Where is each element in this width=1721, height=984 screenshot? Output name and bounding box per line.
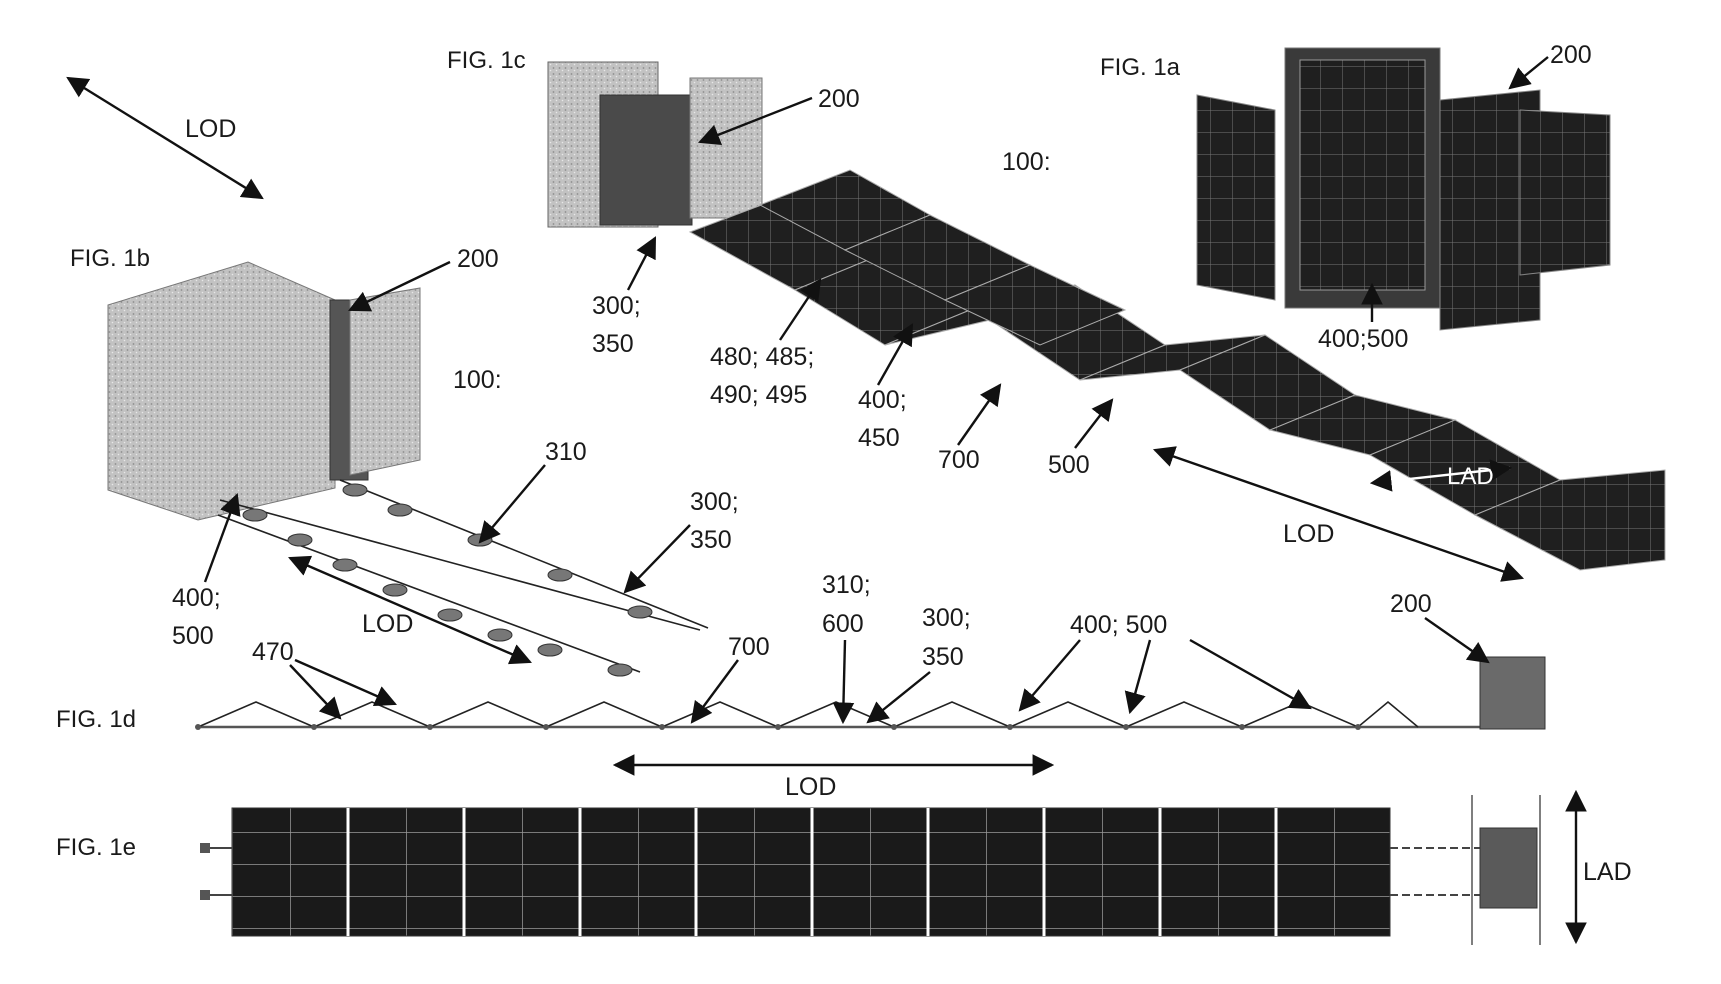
fig-1e-lad-label: LAD (1583, 858, 1632, 886)
fig-1a-far-wing (1520, 110, 1610, 275)
fig-1b-lod-label: LOD (362, 610, 413, 638)
fig-1d-ref-310: 310; (822, 571, 871, 599)
fig-1d: FIG. 1d 470 700 310; 600 300; 350 400; 5… (56, 571, 1545, 801)
fig-1d-title: FIG. 1d (56, 706, 136, 733)
fig-1c-ref-450: 450 (858, 424, 900, 452)
lod-axis-top: LOD (68, 78, 262, 198)
fig-1e-title: FIG. 1e (56, 834, 136, 861)
fig-1a: FIG. 1a 200 400;500 (1100, 41, 1610, 353)
fig-1d-lod-label: LOD (785, 773, 836, 801)
fig-1b-ref-400: 400; (172, 584, 221, 612)
fig-1c-ref-400: 400; (858, 386, 907, 414)
fig-1c-ref-350: 350 (592, 330, 634, 358)
fig-1e: FIG. 1e LAD (56, 792, 1632, 945)
fig-1d-ref-300: 300; (922, 604, 971, 632)
fig-1a-ref-400-500: 400;500 (1318, 325, 1408, 353)
fig-1a-door-panel (1300, 60, 1425, 290)
fig-1d-lod-axis: LOD (615, 765, 1052, 801)
fig-1e-container (1480, 828, 1537, 908)
fig-1c-container-interior (600, 95, 692, 225)
fig-1d-container (1480, 657, 1545, 729)
fig-1c-lod-label: LOD (1283, 520, 1334, 548)
fig-1b-ref-200: 200 (457, 245, 499, 273)
fig-1b-ref-350: 350 (690, 526, 732, 554)
fig-1d-ref-400-500: 400; 500 (1070, 611, 1167, 639)
fig-1c-ref-700: 700 (938, 446, 980, 474)
fig-1c-ref-480-485: 480; 485; (710, 343, 814, 371)
fig-1b-ref-100: 100: (453, 366, 502, 394)
fig-1d-ref-200: 200 (1390, 590, 1432, 618)
fig-1c-ref-300: 300; (592, 292, 641, 320)
fig-1b-title: FIG. 1b (70, 245, 150, 272)
fig-1c-title: FIG. 1c (447, 47, 526, 74)
fig-1d-ref-470: 470 (252, 638, 294, 666)
fig-1c-ref-500: 500 (1048, 451, 1090, 479)
fig-1d-zigzag-panels (198, 702, 1418, 727)
fig-1c-ref-200: 200 (818, 85, 860, 113)
fig-1b-ref-300: 300; (690, 488, 739, 516)
fig-1c-ref-490-495: 490; 495 (710, 381, 807, 409)
fig-1d-ref-600: 600 (822, 610, 864, 638)
fig-1a-title: FIG. 1a (1100, 54, 1181, 81)
fig-1c-lad-label: LAD (1447, 463, 1494, 490)
fig-1d-ref-350: 350 (922, 643, 964, 671)
fig-1c-ref-100: 100: (1002, 148, 1051, 176)
fig-1b-ref-500: 500 (172, 622, 214, 650)
fig-1b-container (108, 262, 335, 520)
fig-1a-left-wing (1197, 95, 1275, 300)
fig-1b-ref-310: 310 (545, 438, 587, 466)
fig-1a-ref-200: 200 (1550, 41, 1592, 69)
lod-axis-top-label: LOD (185, 115, 236, 143)
fig-1e-lad-axis: LAD (1576, 792, 1632, 942)
fig-1b-door (350, 288, 420, 475)
fig-1c-container-door (690, 78, 762, 218)
fig-1d-ref-700: 700 (728, 633, 770, 661)
